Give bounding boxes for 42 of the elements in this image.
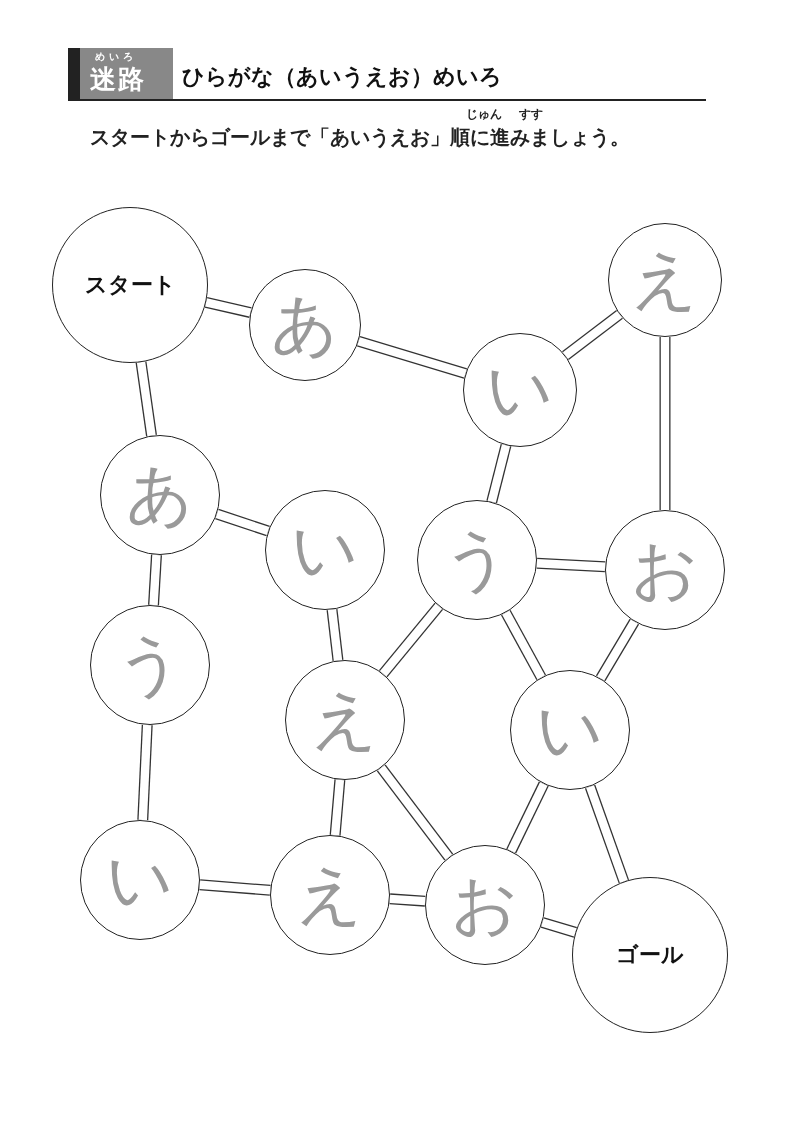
- furigana: じゅん: [466, 107, 502, 122]
- bridge-path: [135, 361, 157, 437]
- tracing-letter: え: [296, 862, 364, 928]
- bridge-path: [584, 784, 630, 884]
- bridge-path: [500, 610, 547, 680]
- tracing-letter: え: [311, 687, 379, 753]
- bridge-path: [540, 917, 577, 938]
- bridge-path: [562, 310, 623, 360]
- bridge-path: [199, 879, 271, 896]
- bridge-path: [326, 608, 344, 662]
- tracing-letter: え: [631, 247, 699, 313]
- bridge-path: [659, 337, 671, 510]
- tracing-letter: う: [116, 632, 184, 698]
- tracing-letter: あ: [126, 462, 194, 528]
- tracing-letter: う: [443, 527, 511, 593]
- tag-label: 迷路: [90, 63, 146, 96]
- tracing-letter: い: [291, 517, 359, 583]
- bridge-path: [357, 335, 468, 379]
- bridge-path: [389, 893, 426, 907]
- bridge-path: [148, 554, 162, 606]
- bridge-path: [137, 724, 153, 821]
- bridge-path: [595, 618, 640, 682]
- bridge-path: [378, 602, 444, 678]
- circle-label: ゴール: [616, 944, 684, 966]
- bridge-path: [506, 781, 549, 854]
- tracing-letter: い: [486, 357, 554, 423]
- instruction-text: スタートからゴールまで「あいうえお」順に進みましょう。: [90, 125, 630, 151]
- bridge-path: [536, 557, 606, 573]
- tracing-letter: い: [106, 847, 174, 913]
- bridge-path: [204, 297, 252, 318]
- tracing-letter: あ: [271, 292, 339, 358]
- bridge-path: [215, 508, 270, 537]
- tracing-letter: お: [451, 872, 519, 938]
- tracing-letter: お: [631, 537, 699, 603]
- bridge-path: [329, 779, 346, 836]
- bridge-path: [486, 443, 512, 504]
- title: ひらがな（あいうえお）めいろ: [182, 63, 502, 91]
- bridge-path: [376, 764, 454, 861]
- furigana: めいろ: [95, 50, 137, 64]
- furigana: すす: [519, 107, 543, 122]
- tracing-letter: い: [536, 697, 604, 763]
- circle-label: スタート: [84, 274, 176, 296]
